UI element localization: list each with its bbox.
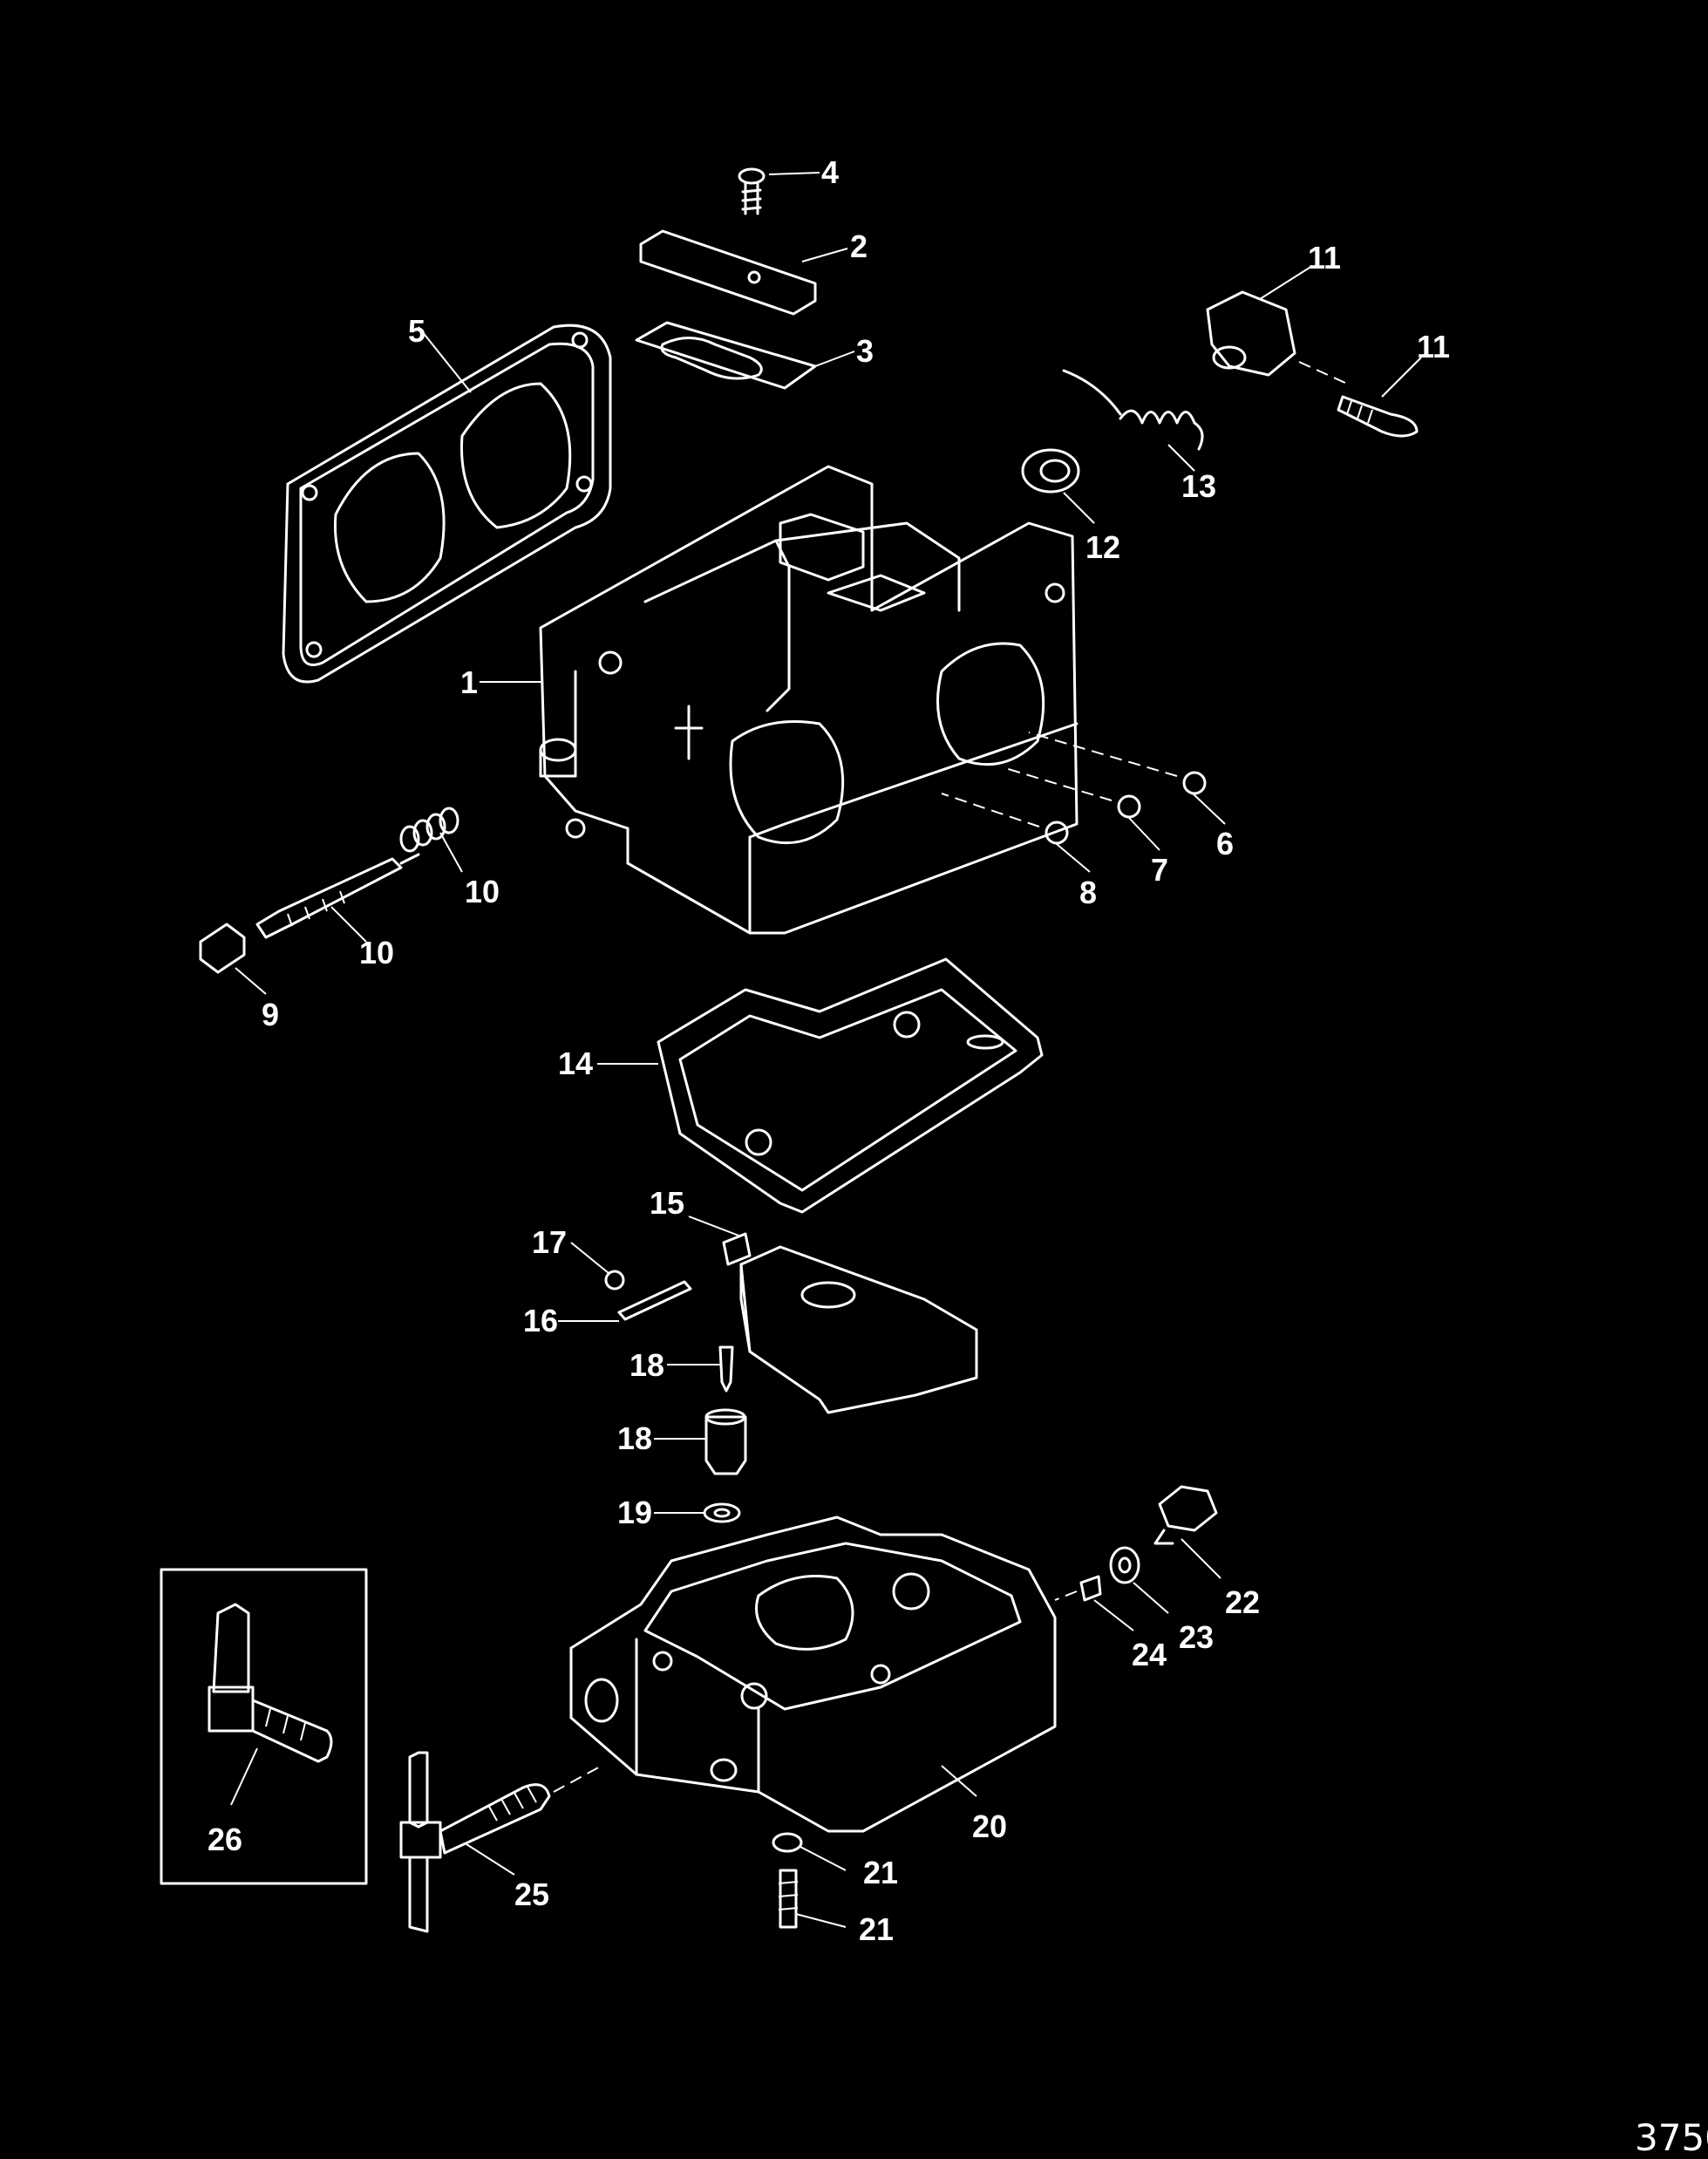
callout-18-needle: 18 <box>629 1347 664 1383</box>
callout-21-screw: 21 <box>859 1911 894 1947</box>
callout-10-needle: 10 <box>359 935 394 971</box>
callout-6: 6 <box>1216 826 1234 862</box>
part-20-float-bowl <box>569 1515 1057 1833</box>
part-7-plug <box>1002 766 1141 819</box>
part-26-elbow-fitting <box>208 1603 333 1763</box>
part-23-washer <box>1109 1546 1140 1584</box>
part-13-spring <box>1062 369 1204 451</box>
part-18-seat <box>704 1408 747 1475</box>
part-5-flange-gasket <box>282 324 612 684</box>
callout-19: 19 <box>617 1495 652 1530</box>
part-14-gasket <box>657 957 1044 1214</box>
callout-18-seat: 18 <box>617 1420 652 1456</box>
part-11-screw <box>1337 395 1419 438</box>
callout-13: 13 <box>1181 468 1216 504</box>
callout-15: 15 <box>650 1185 684 1221</box>
part-15-float <box>722 1232 978 1414</box>
part-22-drain-plug <box>1153 1485 1218 1545</box>
callout-1: 1 <box>460 664 478 700</box>
figure-number: 3750 <box>1635 2116 1708 2159</box>
leader-lines <box>230 172 1422 1928</box>
callout-5: 5 <box>408 313 425 349</box>
part-6-plug <box>1028 732 1207 795</box>
callout-labels: 4 2 3 5 1 6 7 8 9 10 10 11 11 12 13 14 1… <box>208 154 1450 1947</box>
callout-12: 12 <box>1085 529 1120 565</box>
part-24-plug <box>1054 1575 1102 1602</box>
part-9-cap <box>199 923 246 974</box>
part-4-screw <box>738 167 766 215</box>
part-19-washer <box>703 1502 741 1523</box>
callout-25: 25 <box>514 1876 549 1912</box>
callout-16: 16 <box>523 1303 558 1338</box>
part-18-needle <box>718 1345 734 1393</box>
callout-2: 2 <box>850 228 868 264</box>
part-2-cover-plate <box>639 229 817 316</box>
part-8-plug <box>941 793 1069 845</box>
callout-4: 4 <box>821 154 839 190</box>
callout-14: 14 <box>558 1045 593 1081</box>
callout-20: 20 <box>972 1808 1007 1844</box>
callout-23: 23 <box>1179 1619 1214 1655</box>
callout-21-nut: 21 <box>863 1855 898 1890</box>
part-21-screw <box>778 1869 799 1929</box>
callout-7: 7 <box>1151 852 1168 888</box>
part-21-nut <box>772 1832 803 1853</box>
callout-11-screw: 11 <box>1417 329 1450 364</box>
callout-10-spring: 10 <box>465 874 500 909</box>
callout-22: 22 <box>1225 1584 1260 1620</box>
part-1-carburetor-body <box>539 465 1079 935</box>
part-11-lever <box>1206 290 1348 385</box>
part-10-needle <box>255 853 420 939</box>
part-26-inset-box <box>160 1568 368 1885</box>
part-25-t-fitting <box>399 1751 602 1933</box>
part-17-screw <box>604 1270 625 1291</box>
callout-8: 8 <box>1079 875 1097 910</box>
callout-26: 26 <box>208 1822 242 1857</box>
part-16-pin <box>617 1280 692 1321</box>
part-3-cover-gasket <box>635 321 817 390</box>
callout-9: 9 <box>262 997 279 1032</box>
callout-3: 3 <box>856 333 874 369</box>
callout-11-lever: 11 <box>1308 240 1341 276</box>
part-10-spring <box>399 807 459 853</box>
callout-17: 17 <box>532 1224 567 1260</box>
callout-24: 24 <box>1132 1637 1167 1672</box>
part-12-washer <box>1021 448 1080 494</box>
